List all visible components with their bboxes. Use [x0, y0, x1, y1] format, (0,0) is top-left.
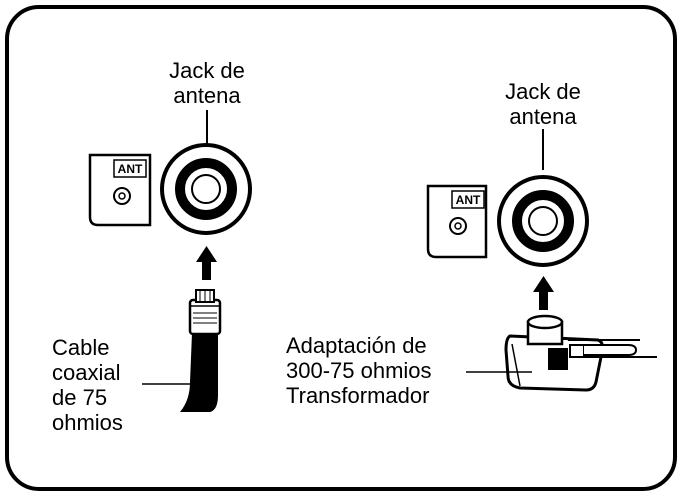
adapter-label-line3: Transformador [286, 383, 430, 408]
adapter-label-line2: 300-75 ohmios [286, 358, 432, 383]
cable-label-line4: ohmios [52, 410, 123, 435]
right-arrow-icon [533, 276, 554, 310]
left-ant-badge: ANT [118, 162, 143, 176]
adapter-label-line1: Adaptación de [286, 333, 427, 358]
cable-label-line2: coaxial [52, 360, 121, 385]
right-antenna-jack [497, 175, 589, 267]
right-jack-label-line1: Jack de [505, 79, 581, 104]
transformer-adapter [504, 314, 657, 392]
right-ant-panel: ANT [426, 184, 488, 259]
left-ant-panel: ANT [88, 153, 152, 227]
right-ant-badge: ANT [456, 193, 481, 207]
left-arrow-icon [196, 246, 217, 280]
cable-label: Cable coaxial de 75 ohmios [52, 335, 123, 435]
coaxial-cable [180, 289, 222, 412]
right-jack-label-line2: antena [509, 104, 577, 129]
left-jack-label-line2: antena [173, 83, 241, 108]
left-jack-label: Jack de antena [152, 58, 262, 108]
cable-label-line1: Cable [52, 335, 110, 360]
right-jack-label: Jack de antena [488, 79, 598, 129]
left-jack-label-line1: Jack de [169, 58, 245, 83]
adapter-label: Adaptación de 300-75 ohmios Transformado… [286, 333, 432, 408]
diagram-frame [5, 5, 677, 491]
left-antenna-jack [160, 143, 252, 235]
cable-label-line3: de 75 [52, 385, 108, 410]
